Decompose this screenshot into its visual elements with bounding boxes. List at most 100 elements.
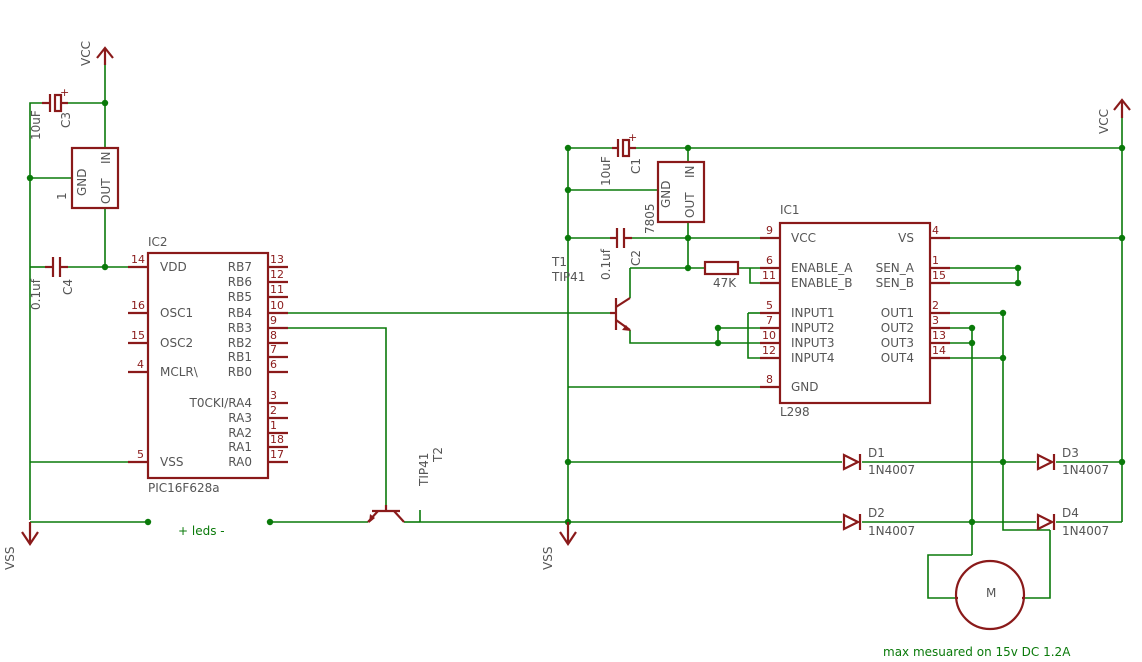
d4-name: D4	[1062, 506, 1079, 520]
ic1-l298: IC1 L298 9 6 11 5 7 10 12 8 VCC ENABLE_A…	[760, 203, 950, 419]
capacitor-c1: + 10uF C1	[599, 131, 643, 186]
junction-dot	[266, 518, 274, 526]
capacitor-c3: + 10uF C3	[29, 86, 73, 140]
ic1-pin-num: 13	[932, 329, 946, 342]
transistor-t1: T1 TIP41	[551, 255, 631, 331]
reg-right-value: 7805	[643, 203, 657, 234]
diode-d4: D4 1N4007	[1036, 506, 1109, 538]
resistor-47k: 47K	[703, 260, 740, 290]
junction-dot	[1118, 458, 1126, 466]
ic1-pin-name: INPUT1	[791, 306, 835, 320]
ic2-pin-num: 16	[131, 299, 145, 312]
ic1-pin-num: 9	[766, 224, 773, 237]
c4-name: C4	[61, 279, 75, 295]
ic1-pin-name: ENABLE_A	[791, 261, 853, 275]
ic1-pin-num: 2	[932, 299, 939, 312]
ic2-pin-name: VDD	[160, 260, 187, 274]
junction-dot	[564, 234, 572, 242]
ic1-pin-name: OUT3	[881, 336, 914, 350]
d2-value: 1N4007	[868, 524, 915, 538]
t2-value: TIP41	[417, 453, 431, 487]
junction-dot	[684, 264, 692, 272]
ic2-pin-name: RA3	[228, 411, 252, 425]
ic1-pin-name: OUT2	[881, 321, 914, 335]
ic1-pin-name: VCC	[791, 231, 816, 245]
vss-mid-label: VSS	[541, 547, 555, 570]
ic1-pin-num: 5	[766, 299, 773, 312]
capacitor-c2: 0.1uf C2	[599, 228, 643, 280]
ic2-pin-name: T0CKI/RA4	[189, 396, 253, 410]
reg-left-in: IN	[99, 151, 113, 164]
ic1-pin-num: 8	[766, 373, 773, 386]
ic1-pin-num: 1	[932, 254, 939, 267]
vss-mid: VSS	[541, 522, 577, 570]
c1-plus: +	[628, 131, 637, 144]
vss-left: VSS	[3, 522, 39, 570]
ic2-right-pins	[268, 265, 288, 464]
ic1-right-pins	[930, 236, 950, 360]
c1-name: C1	[629, 158, 643, 174]
vcc-left-label: VCC	[79, 41, 93, 66]
ic1-pin-num: 10	[762, 329, 776, 342]
transistor-t2: TIP41 T2	[367, 447, 445, 523]
t1-name: T1	[551, 255, 567, 269]
regulator-left: GND IN OUT 1	[55, 146, 120, 210]
junction-dot	[144, 518, 152, 526]
ic1-pin-name: INPUT3	[791, 336, 835, 350]
ic2-name: IC2	[148, 235, 168, 249]
reg-left-num: 1	[55, 192, 69, 200]
junction-dot	[999, 354, 1007, 362]
c1-value: 10uF	[599, 156, 613, 186]
motor: M	[954, 559, 1026, 631]
reg-right-in: IN	[683, 165, 697, 178]
junction-dot	[101, 263, 109, 271]
ic1-value: L298	[780, 405, 810, 419]
t1-value: TIP41	[551, 270, 585, 284]
d2-name: D2	[868, 506, 885, 520]
ic1-pin-name: GND	[791, 380, 819, 394]
ic2-pin-name: RB4	[228, 306, 252, 320]
ic2-pin-num: 8	[270, 329, 277, 342]
capacitor-c4: 0.1uf C4	[29, 257, 75, 310]
ic2-pic: IC2 PIC16F628a 14 16 15 4 5 VDD OSC1 OSC…	[128, 235, 288, 495]
ic1-pin-name: OUT1	[881, 306, 914, 320]
ic2-pin-name: RB2	[228, 336, 252, 350]
junction-dot	[968, 324, 976, 332]
ic2-pin-num: 10	[270, 299, 284, 312]
ic1-pin-num: 15	[932, 269, 946, 282]
ic2-pin-num: 12	[270, 268, 284, 281]
ic2-pin-name: RB7	[228, 260, 252, 274]
junction-dot	[1118, 144, 1126, 152]
ic1-pin-name: INPUT4	[791, 351, 835, 365]
c4-value: 0.1uf	[29, 278, 43, 310]
ic1-pin-num: 14	[932, 344, 946, 357]
wires	[29, 65, 1123, 599]
ic1-pin-name: VS	[898, 231, 914, 245]
t2-name: T2	[431, 447, 445, 463]
ic1-pin-name: ENABLE_B	[791, 276, 853, 290]
ic1-left-pins	[760, 236, 780, 389]
vss-left-label: VSS	[3, 547, 17, 570]
ic2-pin-name: OSC1	[160, 306, 193, 320]
ic2-pin-num: 4	[137, 358, 144, 371]
junction-dot	[1014, 279, 1022, 287]
ic2-pin-name: RA1	[228, 440, 252, 454]
ic1-pin-num: 11	[762, 269, 776, 282]
junction-dot	[564, 458, 572, 466]
vcc-left: VCC	[79, 41, 114, 66]
ic2-pin-name: RA0	[228, 455, 252, 469]
ic2-pin-num: 7	[270, 343, 277, 356]
junction-dot	[968, 339, 976, 347]
ic2-pin-num: 3	[270, 389, 277, 402]
motor-label: M	[986, 586, 996, 600]
ic1-pin-name: INPUT2	[791, 321, 835, 335]
junction-dot	[1014, 264, 1022, 272]
junction-dot	[26, 174, 34, 182]
c2-value: 0.1uf	[599, 248, 613, 280]
ic2-pin-num: 5	[137, 448, 144, 461]
junction-dot	[999, 458, 1007, 466]
ic1-pin-num: 6	[766, 254, 773, 267]
vcc-right: VCC	[1097, 98, 1131, 134]
note-text: max mesuared on 15v DC 1.2A	[883, 645, 1071, 659]
